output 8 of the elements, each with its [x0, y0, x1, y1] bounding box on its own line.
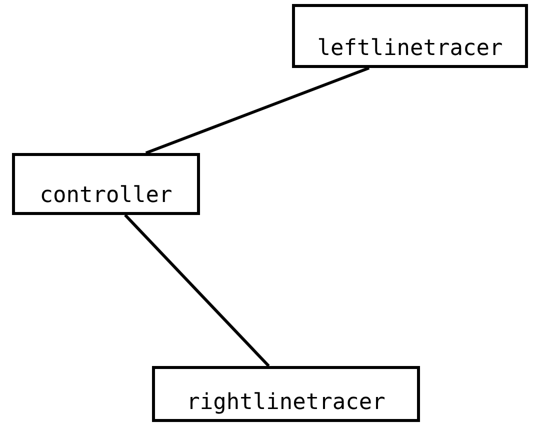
component-box	[12, 153, 200, 215]
connector-line	[124, 214, 270, 368]
component-label: rightlinetracer	[186, 390, 386, 415]
component-box	[152, 366, 420, 422]
component-label: leftlinetracer	[317, 36, 503, 61]
component-box	[292, 4, 528, 68]
connector-line	[145, 66, 370, 154]
component-label: controller	[40, 183, 172, 208]
